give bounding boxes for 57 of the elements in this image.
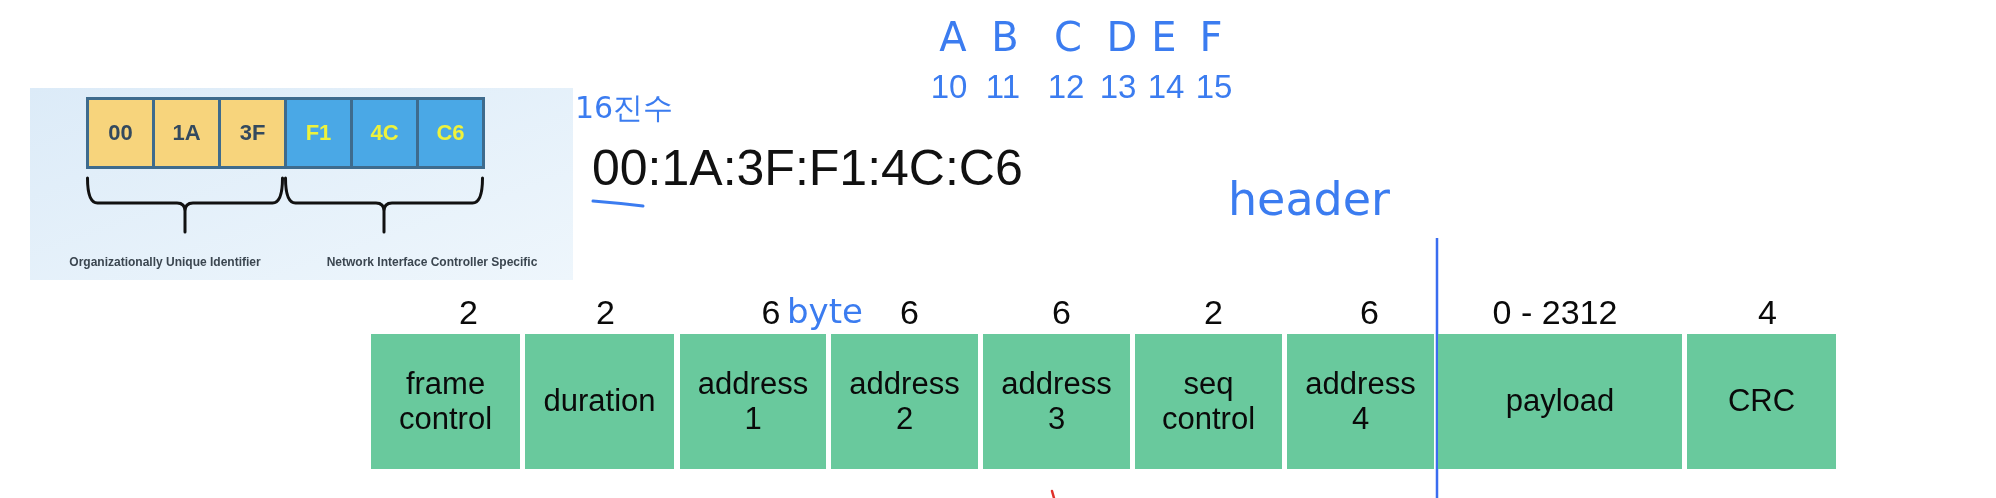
handwritten-number: 11	[985, 69, 1021, 103]
hex-value: 1A	[172, 120, 201, 146]
handwritten-number: 13	[1099, 69, 1137, 103]
handwritten-letter: D	[1106, 17, 1138, 57]
hex-value: 00	[108, 120, 133, 146]
handwritten-number: 14	[1147, 69, 1185, 103]
field-name: address 1	[696, 366, 810, 437]
brace-label: Network Interface Controller Specific	[326, 256, 538, 268]
hex-byte-cell	[416, 97, 485, 169]
handwritten-number: 15	[1195, 69, 1233, 103]
hex-byte-cell	[350, 97, 419, 169]
byte-count: 6	[900, 292, 919, 332]
byte-count: 0 - 2312	[1492, 292, 1618, 332]
byte-count: 2	[1204, 292, 1223, 332]
byte-count: 4	[1758, 292, 1777, 332]
hex-value: F1	[305, 120, 332, 146]
frame-field-box	[525, 334, 674, 469]
frame-field-box	[1287, 334, 1434, 469]
handwritten-note: 16진수	[574, 93, 674, 123]
handwritten-letter: B	[991, 17, 1019, 57]
frame-field-box	[1687, 334, 1836, 469]
hex-byte-cell	[152, 97, 221, 169]
brace-label: Organizationally Unique Identifier	[69, 256, 261, 268]
field-name: duration	[543, 384, 656, 419]
field-name: frame control	[397, 366, 493, 437]
byte-count: 6	[1052, 292, 1071, 332]
byte-count: 6	[1360, 292, 1379, 332]
handwritten-letter: A	[939, 17, 967, 57]
frame-field-box	[371, 334, 520, 469]
hex-byte-cell	[284, 97, 353, 169]
byte-count: 2	[596, 292, 615, 332]
handwritten-letter: C	[1054, 17, 1082, 57]
handwritten-note: header	[1227, 176, 1391, 222]
byte-count: 2	[459, 292, 478, 332]
mac-address: 00:1A:3F:F1:4C:C6	[592, 143, 1023, 193]
frame-field-box	[983, 334, 1130, 469]
field-name: seq control	[1160, 366, 1256, 437]
hex-value: 3F	[239, 120, 266, 146]
field-name: address 3	[1000, 366, 1113, 437]
hex-byte-cell	[86, 97, 155, 169]
field-name: address 4	[1304, 366, 1417, 437]
field-name: CRC	[1727, 384, 1796, 419]
byte-count: 6	[761, 292, 781, 332]
handwritten-letter: F	[1199, 17, 1223, 57]
frame-field-box	[831, 334, 978, 469]
frame-field-box	[1135, 334, 1282, 469]
frame-field-box	[1438, 334, 1682, 469]
hex-value: C6	[436, 120, 465, 146]
handwritten-number: 10	[930, 69, 968, 103]
field-name: payload	[1505, 384, 1615, 419]
field-name: address 2	[848, 366, 961, 437]
hex-byte-cell	[218, 97, 287, 169]
handwritten-letter: E	[1151, 17, 1177, 57]
handwritten-number: 12	[1047, 69, 1085, 103]
hex-value: 4C	[370, 120, 399, 146]
frame-field-box	[680, 334, 826, 469]
handwritten-note: byte	[787, 294, 863, 328]
